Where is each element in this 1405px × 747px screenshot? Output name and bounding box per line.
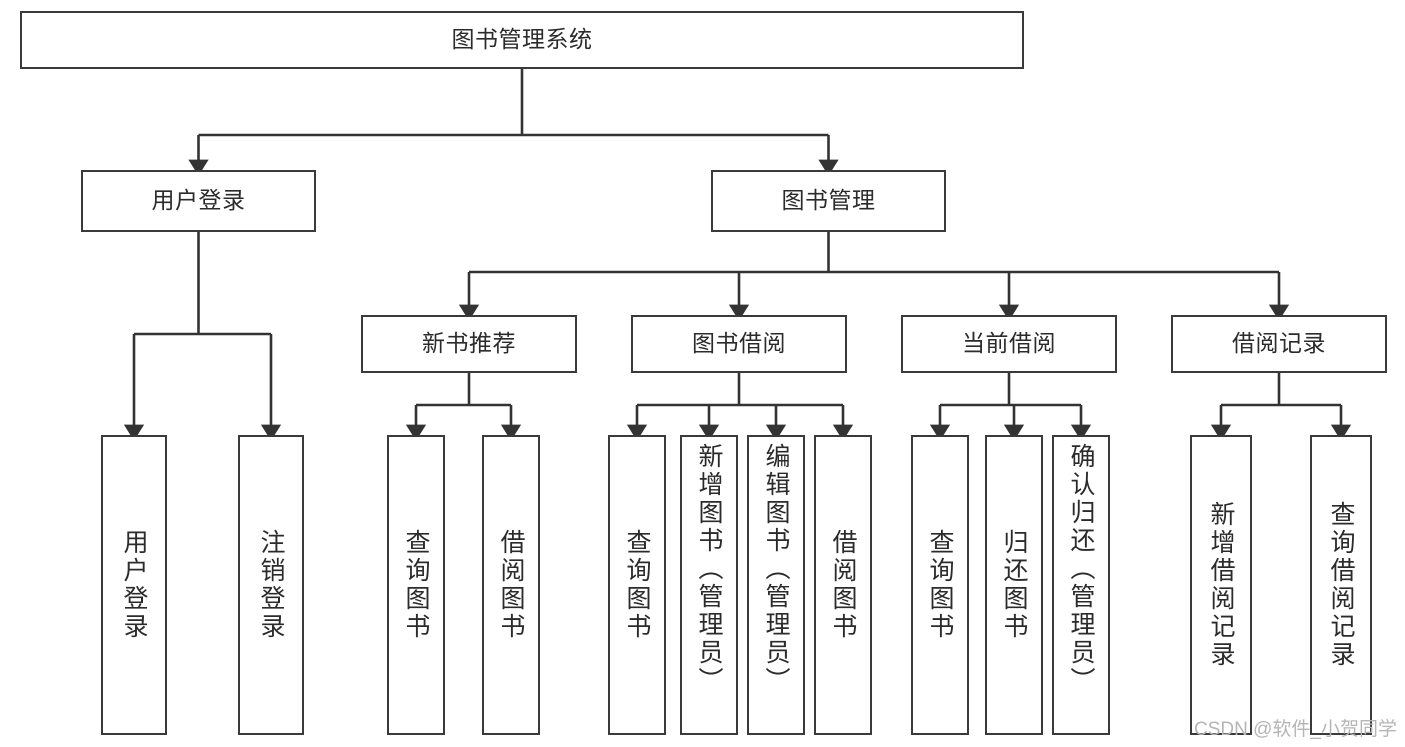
node-borrow-record[interactable]: 借阅记录: [1171, 315, 1387, 373]
node-label-new-book-rec: 新书推荐: [422, 330, 516, 357]
node-root[interactable]: 图书管理系统: [20, 11, 1024, 69]
node-current-borrow[interactable]: 当前借阅: [901, 315, 1117, 373]
node-leaf-query-book-3[interactable]: 查询图书: [911, 435, 969, 735]
node-leaf-add-book[interactable]: 新增图书（管理员）: [680, 435, 738, 735]
node-leaf-return-book[interactable]: 归还图书: [985, 435, 1043, 735]
node-leaf-query-record[interactable]: 查询借阅记录: [1310, 435, 1372, 735]
node-book-borrow[interactable]: 图书借阅: [631, 315, 847, 373]
node-label-borrow-record: 借阅记录: [1232, 330, 1326, 357]
node-leaf-edit-book[interactable]: 编辑图书（管理员）: [747, 435, 805, 735]
node-new-book-rec[interactable]: 新书推荐: [361, 315, 577, 373]
node-leaf-query-book-1[interactable]: 查询图书: [387, 435, 445, 735]
node-label-book-borrow: 图书借阅: [692, 330, 786, 357]
node-leaf-query-book-2[interactable]: 查询图书: [608, 435, 666, 735]
node-book-manage[interactable]: 图书管理: [711, 170, 946, 232]
node-label-leaf-add-book: 新增图书（管理员）: [695, 443, 723, 695]
node-label-leaf-borrow-book-2: 借阅图书: [829, 529, 857, 641]
node-label-book-manage: 图书管理: [781, 187, 876, 214]
node-label-leaf-query-book-2: 查询图书: [623, 529, 651, 641]
node-label-leaf-confirm-return: 确认归还（管理员）: [1067, 443, 1095, 695]
node-user-login[interactable]: 用户登录: [81, 170, 316, 232]
node-label-leaf-edit-book: 编辑图书（管理员）: [762, 443, 790, 695]
node-label-root: 图书管理系统: [451, 26, 593, 53]
node-label-leaf-return-book: 归还图书: [1000, 529, 1028, 641]
node-leaf-borrow-book-1[interactable]: 借阅图书: [482, 435, 540, 735]
node-leaf-borrow-book-2[interactable]: 借阅图书: [814, 435, 872, 735]
node-leaf-confirm-return[interactable]: 确认归还（管理员）: [1052, 435, 1110, 735]
node-label-leaf-query-record: 查询借阅记录: [1327, 501, 1355, 669]
node-label-leaf-query-book-3: 查询图书: [926, 529, 954, 641]
node-leaf-add-record[interactable]: 新增借阅记录: [1190, 435, 1252, 735]
node-label-leaf-user-login: 用户登录: [120, 529, 148, 641]
node-leaf-user-login[interactable]: 用户登录: [101, 435, 167, 735]
node-label-leaf-borrow-book-1: 借阅图书: [497, 529, 525, 641]
node-label-leaf-add-record: 新增借阅记录: [1207, 501, 1235, 669]
node-label-user-login: 用户登录: [151, 187, 246, 214]
node-label-current-borrow: 当前借阅: [962, 330, 1056, 357]
node-label-leaf-query-book-1: 查询图书: [402, 529, 430, 641]
node-leaf-logout[interactable]: 注销登录: [238, 435, 304, 735]
node-label-leaf-logout: 注销登录: [257, 529, 285, 641]
